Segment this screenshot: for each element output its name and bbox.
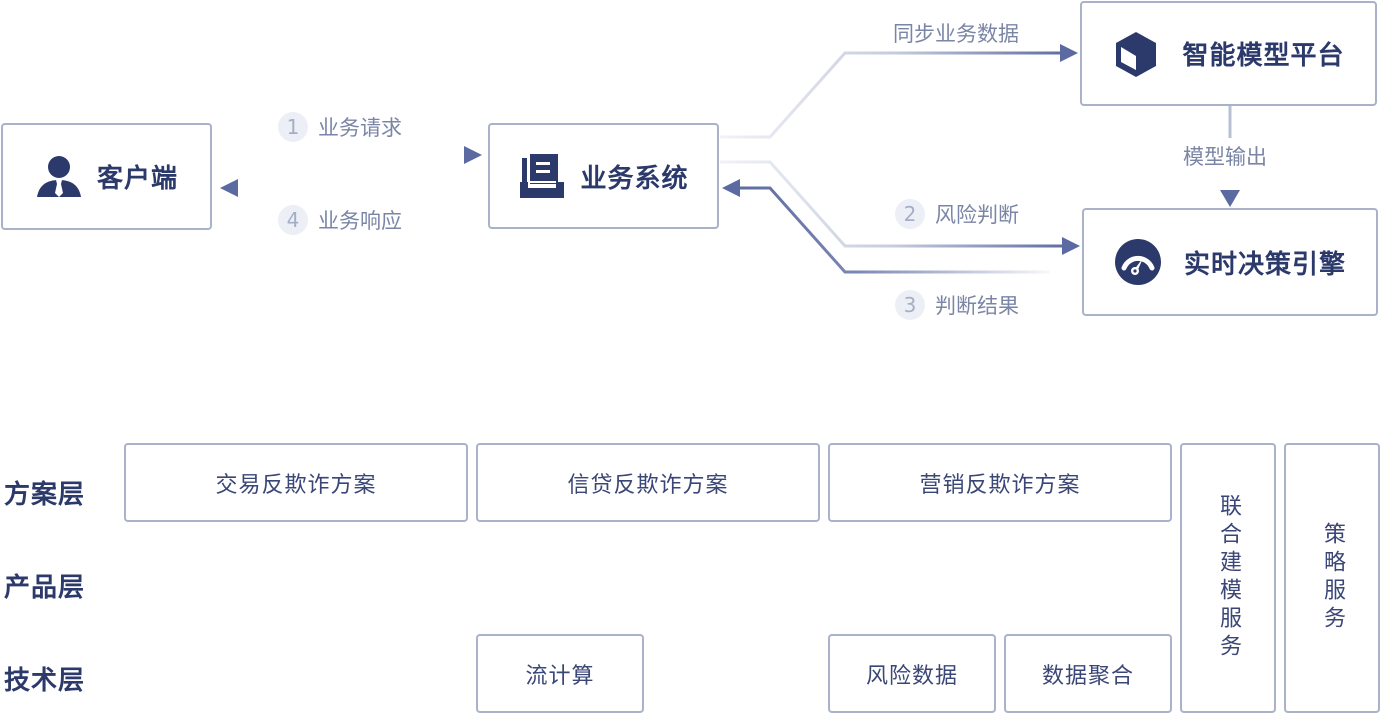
sync-arrowhead: [1060, 44, 1078, 62]
model-platform-node[interactable]: 智能模型平台: [1080, 1, 1377, 106]
request-text: 业务请求: [318, 116, 402, 140]
response-arrowhead: [220, 179, 238, 197]
risk-check-arrowhead: [1062, 237, 1080, 255]
strategy-service-label: 策略服务: [1320, 522, 1345, 634]
result-arrow-line: [738, 186, 1050, 274]
risk-check-arrow-line: [720, 160, 1064, 248]
response-label: 4 业务响应: [278, 205, 402, 235]
layer-label-product: 产品层: [4, 573, 86, 603]
result-arrowhead: [722, 179, 740, 197]
business-system-label: 业务系统: [580, 163, 689, 194]
decision-engine-node[interactable]: 实时决策引擎: [1082, 208, 1378, 316]
response-text: 业务响应: [318, 209, 402, 233]
cube-icon: [1116, 31, 1157, 77]
sync-label: 同步业务数据: [893, 18, 1019, 48]
step-badge: 3: [895, 290, 925, 320]
client-label: 客户端: [96, 164, 178, 194]
risk-check-label: 2 风险判断: [895, 199, 1019, 229]
solution-credit-anti-fraud[interactable]: 信贷反欺诈方案: [476, 443, 820, 522]
result-label: 3 判断结果: [895, 290, 1019, 320]
request-label: 1 业务请求: [278, 112, 402, 142]
tech-stream-computing[interactable]: 流计算: [476, 634, 644, 713]
model-output-text: 模型输出: [1183, 145, 1267, 169]
step-badge: 4: [278, 205, 308, 235]
sync-text: 同步业务数据: [893, 22, 1019, 46]
business-system-node[interactable]: 业务系统: [488, 123, 719, 229]
model-output-label: 模型输出: [1183, 141, 1267, 171]
federated-modeling-service[interactable]: 联合建模服务: [1180, 443, 1276, 713]
risk-check-text: 风险判断: [935, 203, 1019, 227]
decision-engine-label: 实时决策引擎: [1183, 249, 1346, 280]
request-arrowhead: [464, 146, 482, 164]
user-icon: [36, 155, 81, 197]
result-text: 判断结果: [935, 294, 1019, 318]
model-output-arrowhead: [1220, 190, 1240, 207]
tech-risk-data[interactable]: 风险数据: [828, 634, 996, 713]
step-badge: 2: [895, 199, 925, 229]
layer-label-solution: 方案层: [4, 480, 86, 510]
model-platform-label: 智能模型平台: [1182, 41, 1345, 71]
tech-data-aggregation[interactable]: 数据聚合: [1004, 634, 1172, 713]
step-badge: 1: [278, 112, 308, 142]
client-node[interactable]: 客户端: [1, 123, 212, 230]
strategy-service[interactable]: 策略服务: [1284, 443, 1380, 713]
federated-modeling-label: 联合建模服务: [1216, 494, 1241, 662]
solution-transaction-anti-fraud[interactable]: 交易反欺诈方案: [124, 443, 468, 522]
inbox-document-icon: [520, 154, 565, 198]
gauge-icon: [1114, 239, 1161, 285]
sync-arrow-line: [720, 51, 1062, 139]
solution-marketing-anti-fraud[interactable]: 营销反欺诈方案: [828, 443, 1172, 522]
layer-label-tech: 技术层: [4, 666, 86, 696]
